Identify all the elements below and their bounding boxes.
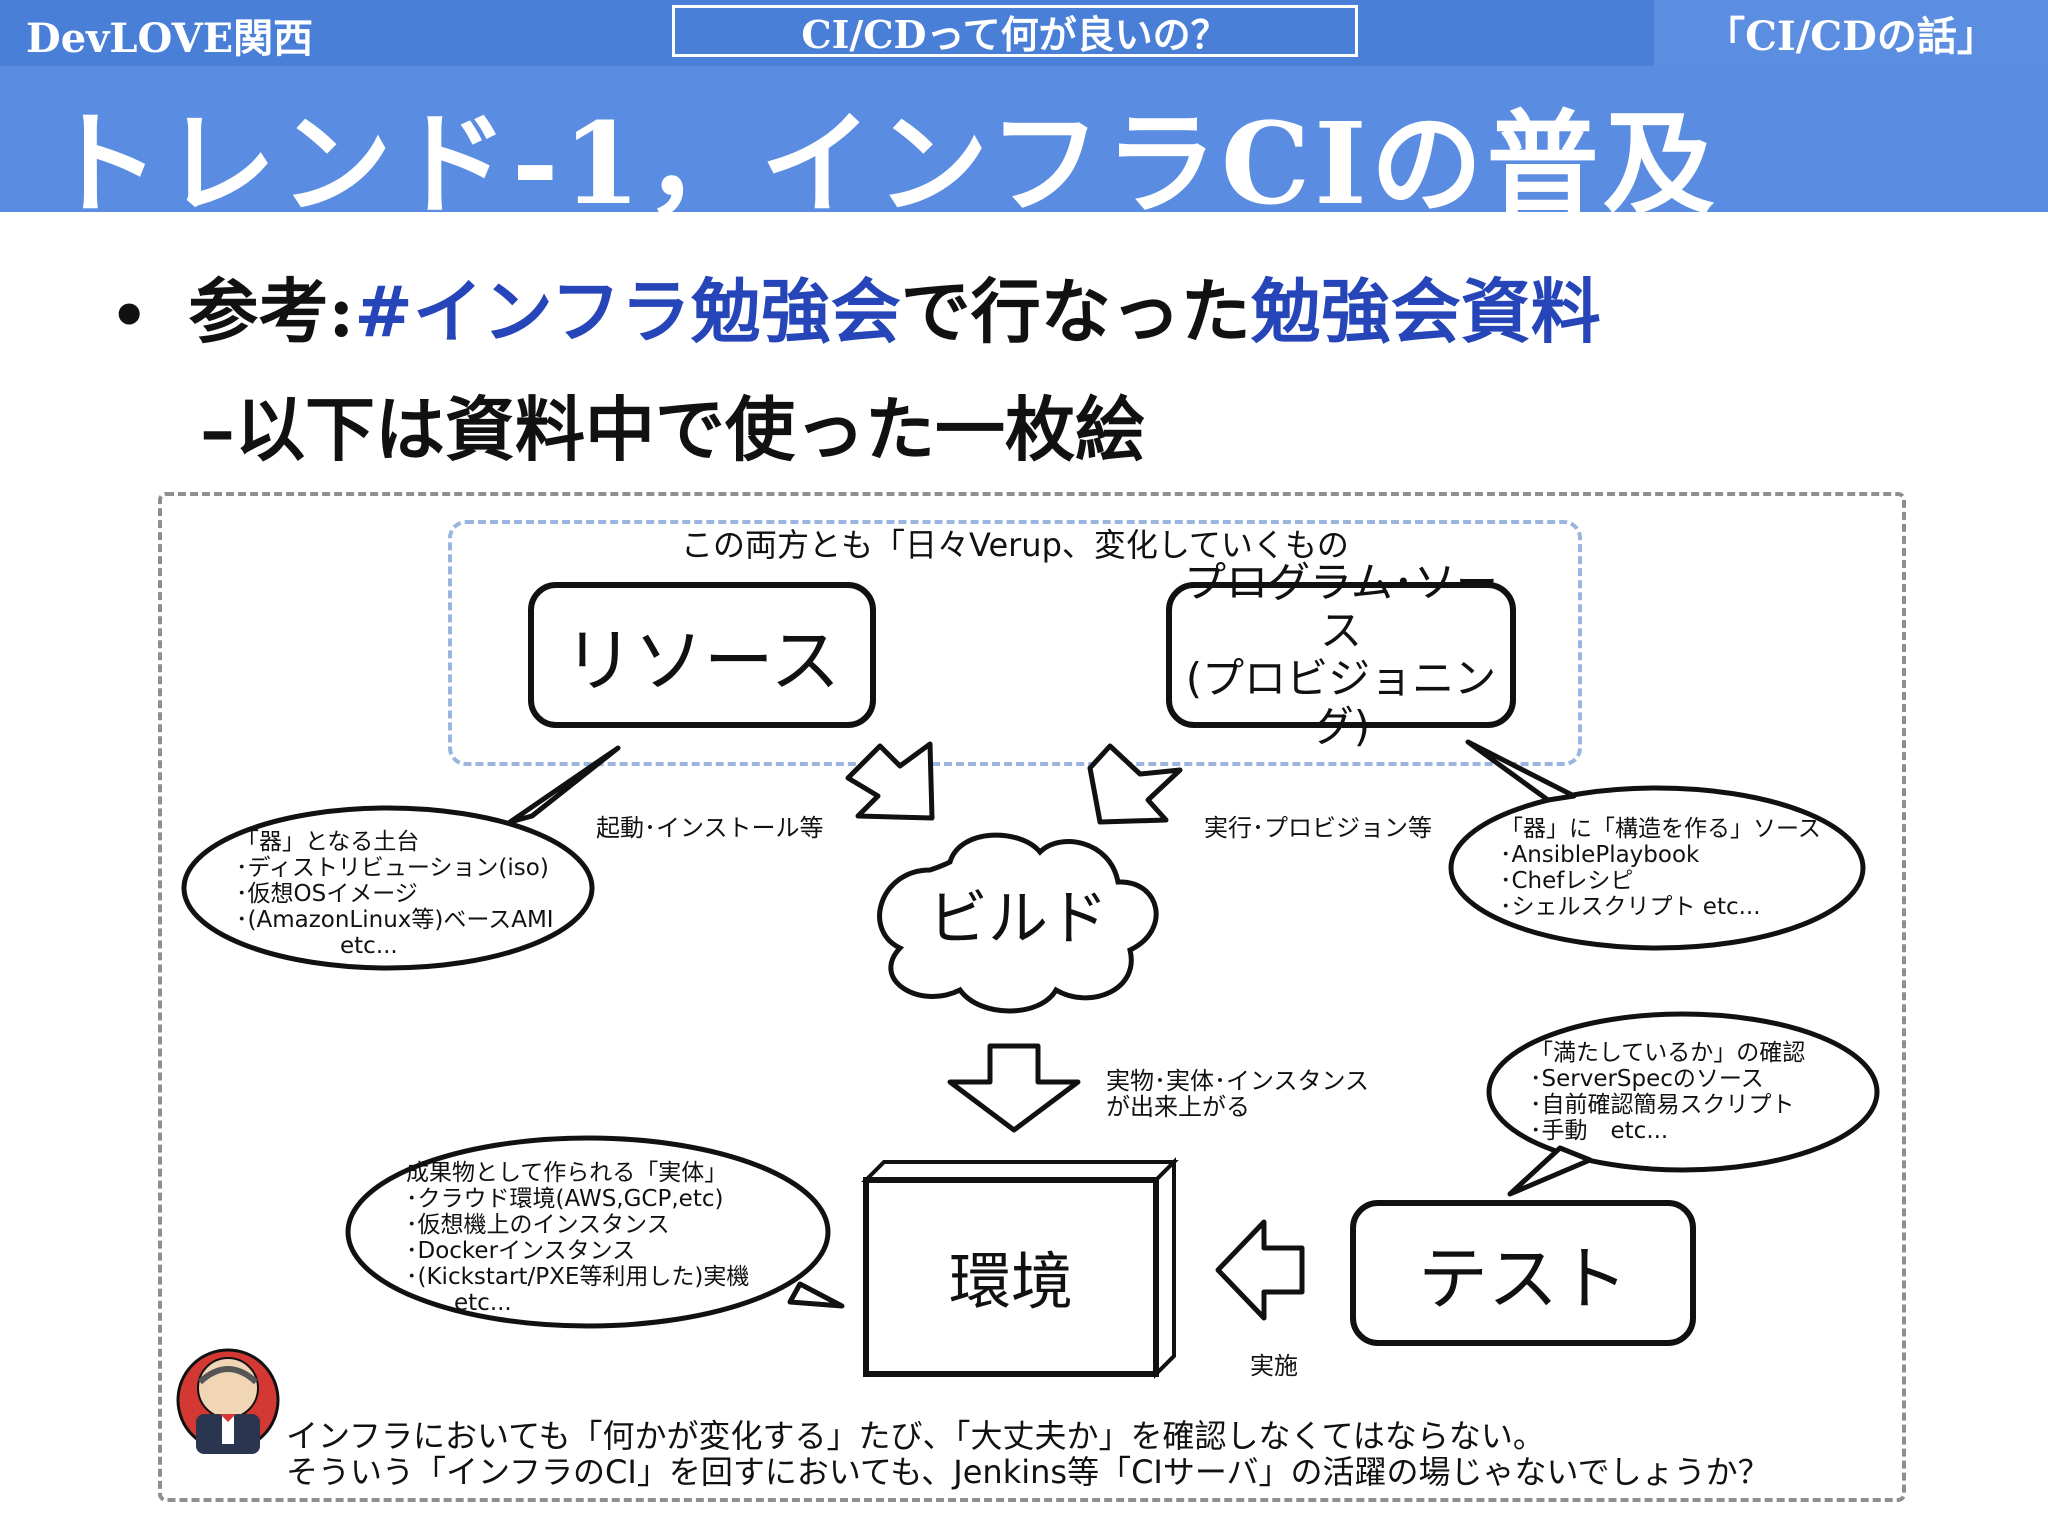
bubble-test-line: ･手動 etc... (1530, 1118, 1669, 1144)
arrow-resource-label: 起動･インストール等 (596, 814, 824, 842)
program-source-line2: (プロビジョニング) (1185, 654, 1497, 751)
bottom-note: インフラにおいても「何かが変化する」たび、「大丈夫か」を確認しなくてはならない。… (286, 1418, 1770, 1490)
bubble-env-text: 成果物として作られる「実体」 ･クラウド環境(AWS,GCP,etc) ･仮想機… (406, 1160, 749, 1316)
arrow-program-label: 実行･プロビジョン等 (1204, 814, 1432, 842)
arrow-build-to-environment (947, 1043, 1081, 1133)
bubble-resource-line: ･(AmazonLinux等)ベースAMI (236, 907, 554, 933)
bubble-program-line: ･シェルスクリプト etc... (1500, 894, 1761, 920)
source-group-label: この両方とも「日々Verup、変化していくもの (681, 526, 1349, 564)
org-label: DevLOVE関西 (26, 15, 314, 62)
bubble-env-line: ･Dockerインスタンス (406, 1238, 636, 1264)
bottom-note-line1: インフラにおいても「何かが変化する」たび、「大丈夫か」を確認しなくてはならない。 (286, 1417, 1545, 1455)
bubble-test-line: ･ServerSpecのソース (1530, 1066, 1764, 1092)
bubble-env-line: etc... (454, 1290, 512, 1316)
bubble-program-line: ･AnsiblePlaybook (1500, 842, 1700, 868)
bubble-resource-text: 「器」となる土台 ･ディストリビューション(iso) ･仮想OSイメージ ･(A… (236, 829, 554, 959)
bullet-dot: • (110, 281, 149, 351)
bottom-note-line2: そういう「インフラのCI」を回すにおいても、Jenkins等「CIサーバ」の活躍… (286, 1453, 1770, 1491)
bubble-test-line: ･自前確認簡易スクリプト (1530, 1092, 1795, 1118)
environment-box-shape (861, 1157, 1179, 1379)
program-source-box: プログラム･ソース (プロビジョニング) (1166, 559, 1516, 751)
arrow-down-label: 実物･実体･インスタンス が出来上がる (1106, 1068, 1369, 1120)
bubble-test-shape (1486, 1011, 1880, 1197)
bullet-reference: • 参考:#インフラ勉強会で行なった勉強会資料 (110, 256, 1601, 357)
bubble-resource-line: etc... (340, 933, 398, 959)
bubble-resource-line: ･ディストリビューション(iso) (236, 855, 549, 881)
bubble-test-line: 「満たしているか」の確認 (1530, 1040, 1806, 1066)
bubble-program-text: 「器」に「構造を作る」ソース ･AnsiblePlaybook ･Chefレシピ… (1500, 816, 1821, 920)
bubble-resource-shape (181, 745, 621, 971)
bubble-test-text: 「満たしているか」の確認 ･ServerSpecのソース ･自前確認簡易スクリプ… (1530, 1040, 1805, 1144)
source-group-frame (448, 520, 1582, 766)
jenkins-mascot-icon (176, 1348, 280, 1454)
arrow-resource-to-build (845, 741, 935, 821)
series-label: 「CI/CDの話」 (1654, 0, 2048, 66)
environment-label: 環境 (948, 1245, 1073, 1318)
slide-title: トレンド-1，インフラCIの普及 (48, 99, 1719, 230)
arrow-down-label-line1: 実物･実体･インスタンス (1106, 1067, 1370, 1095)
bubble-program-line: ･Chefレシピ (1500, 868, 1634, 894)
resource-box: リソース (528, 582, 876, 728)
bubble-env-line: 成果物として作られる「実体」 (406, 1160, 728, 1186)
program-source-line1: プログラム･ソース (1184, 558, 1498, 655)
bubble-program-shape (1448, 739, 1866, 951)
test-box: テスト (1350, 1200, 1696, 1346)
topic-label: CI/CDって何が良いの？ (672, 5, 1358, 57)
arrow-test-to-environment (1215, 1219, 1305, 1321)
bubble-resource-line: ･仮想OSイメージ (236, 881, 418, 907)
build-cloud-shape (877, 832, 1159, 1014)
build-label: ビルド (928, 884, 1108, 954)
bullet-prefix: 参考: (188, 270, 355, 353)
arrow-down-label-line2: が出来上がる (1106, 1093, 1250, 1121)
link-infra-study[interactable]: #インフラ勉強会 (354, 270, 901, 353)
arrow-test-label: 実施 (1250, 1352, 1298, 1380)
bubble-env-shape (345, 1135, 845, 1329)
bubble-env-line: ･仮想機上のインスタンス (406, 1212, 670, 1238)
sub-bullet: –以下は資料中で使った一枚絵 (200, 388, 1145, 471)
link-study-material[interactable]: 勉強会資料 (1250, 270, 1601, 353)
bubble-env-line: ･(Kickstart/PXE等利用した)実機 (406, 1264, 750, 1290)
diagram-frame (158, 492, 1906, 1502)
arrow-program-to-build (1087, 743, 1183, 825)
bubble-env-line: ･クラウド環境(AWS,GCP,etc) (406, 1186, 724, 1212)
bubble-program-line: 「器」に「構造を作る」ソース (1500, 816, 1821, 842)
title-bar (0, 66, 2048, 212)
bubble-resource-line: 「器」となる土台 (236, 829, 420, 855)
bullet-middle: で行なった (900, 270, 1251, 353)
